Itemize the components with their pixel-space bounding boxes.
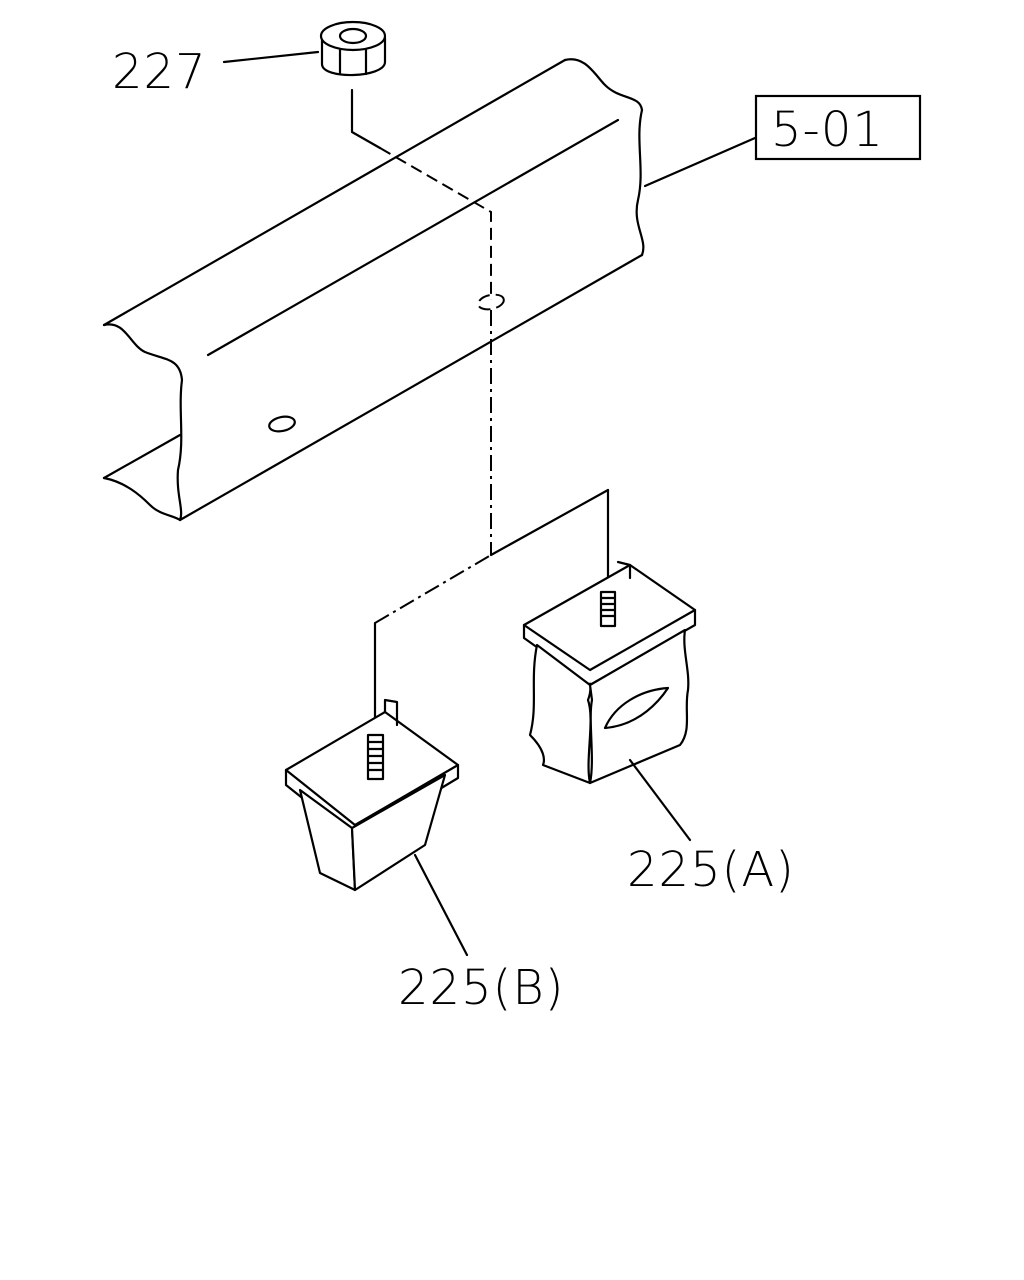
mount-225b xyxy=(284,698,460,892)
label-5-01: 5-01 xyxy=(771,102,884,158)
label-227: 227 xyxy=(112,44,207,100)
mount-225a xyxy=(522,560,697,785)
nut-227 xyxy=(319,20,387,77)
callout-leaders xyxy=(222,50,757,957)
center-lines xyxy=(350,88,610,732)
frame-rail xyxy=(102,58,645,522)
label-225b: 225(B) xyxy=(398,960,565,1016)
frame-ref-box xyxy=(754,94,922,161)
label-225a: 225(A) xyxy=(627,842,795,898)
